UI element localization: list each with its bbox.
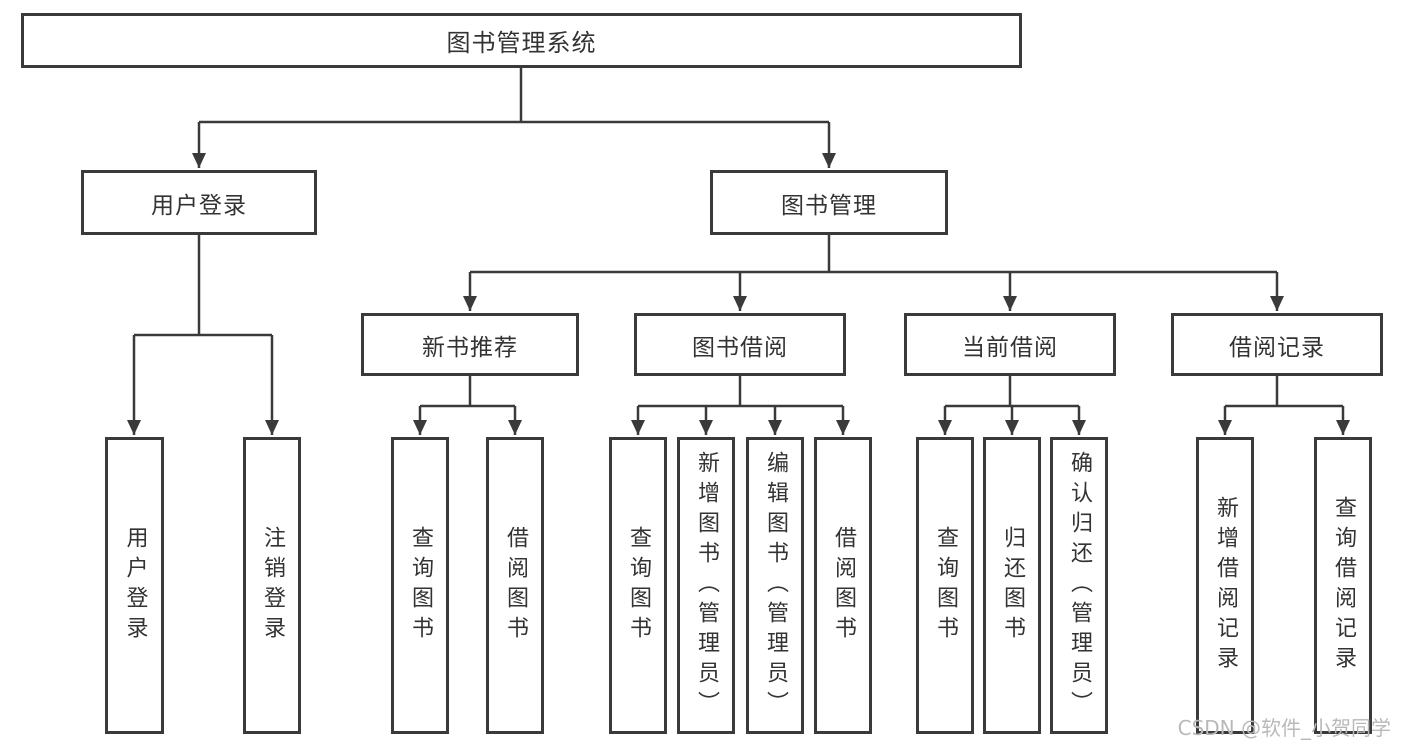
connector-lines — [127, 68, 1350, 435]
node-label: 注销登录 — [260, 525, 285, 646]
csdn-watermark: CSDN @软件_小贺同学 — [1177, 716, 1391, 740]
node-user-login: 用户登录 — [81, 170, 317, 235]
node-label: 图书管理系统 — [446, 29, 597, 57]
node-label: 编辑图书（管理员） — [763, 450, 788, 721]
node-label: 当前借阅 — [962, 334, 1058, 361]
node-label: 新增借阅记录 — [1213, 495, 1238, 676]
node-label: 借阅图书 — [503, 525, 528, 646]
leaf-return-books: 归还图书 — [983, 437, 1041, 734]
node-label: 图书借阅 — [692, 334, 788, 361]
node-label: 查询借阅记录 — [1331, 495, 1356, 676]
leaf-borrow-books: 借阅图书 — [814, 437, 872, 734]
node-label: 确认归还（管理员） — [1067, 450, 1092, 721]
node-book-management: 图书管理 — [710, 170, 948, 235]
node-label: 查询图书 — [408, 525, 433, 646]
node-new-book-recommend: 新书推荐 — [361, 313, 579, 376]
node-label: 新书推荐 — [422, 334, 518, 361]
leaf-user-login: 用户登录 — [105, 437, 164, 734]
node-label: 借阅图书 — [831, 525, 856, 646]
leaf-query-books-borrow: 查询图书 — [609, 437, 667, 734]
node-current-borrow: 当前借阅 — [904, 313, 1116, 376]
leaf-borrow-books-recommend: 借阅图书 — [486, 437, 544, 734]
node-label: 查询图书 — [933, 525, 958, 646]
node-label: 归还图书 — [1000, 525, 1025, 646]
leaf-add-books-admin: 新增图书（管理员） — [677, 437, 735, 734]
node-label: 图书管理 — [781, 192, 877, 219]
node-label: 借阅记录 — [1229, 334, 1325, 361]
leaf-edit-books-admin: 编辑图书（管理员） — [746, 437, 804, 734]
leaf-query-books-current: 查询图书 — [916, 437, 974, 734]
leaf-query-books-recommend: 查询图书 — [391, 437, 449, 734]
node-label: 用户登录 — [151, 192, 247, 219]
node-library-management-system: 图书管理系统 — [21, 13, 1022, 68]
leaf-query-borrow-record: 查询借阅记录 — [1314, 437, 1372, 734]
node-label: 查询图书 — [626, 525, 651, 646]
leaf-confirm-return-admin: 确认归还（管理员） — [1050, 437, 1108, 734]
node-label: 用户登录 — [122, 525, 148, 646]
node-book-borrow: 图书借阅 — [634, 313, 846, 376]
leaf-logout: 注销登录 — [243, 437, 301, 734]
node-borrow-records: 借阅记录 — [1171, 313, 1383, 376]
node-label: 新增图书（管理员） — [694, 450, 719, 721]
leaf-add-borrow-record: 新增借阅记录 — [1196, 437, 1254, 734]
